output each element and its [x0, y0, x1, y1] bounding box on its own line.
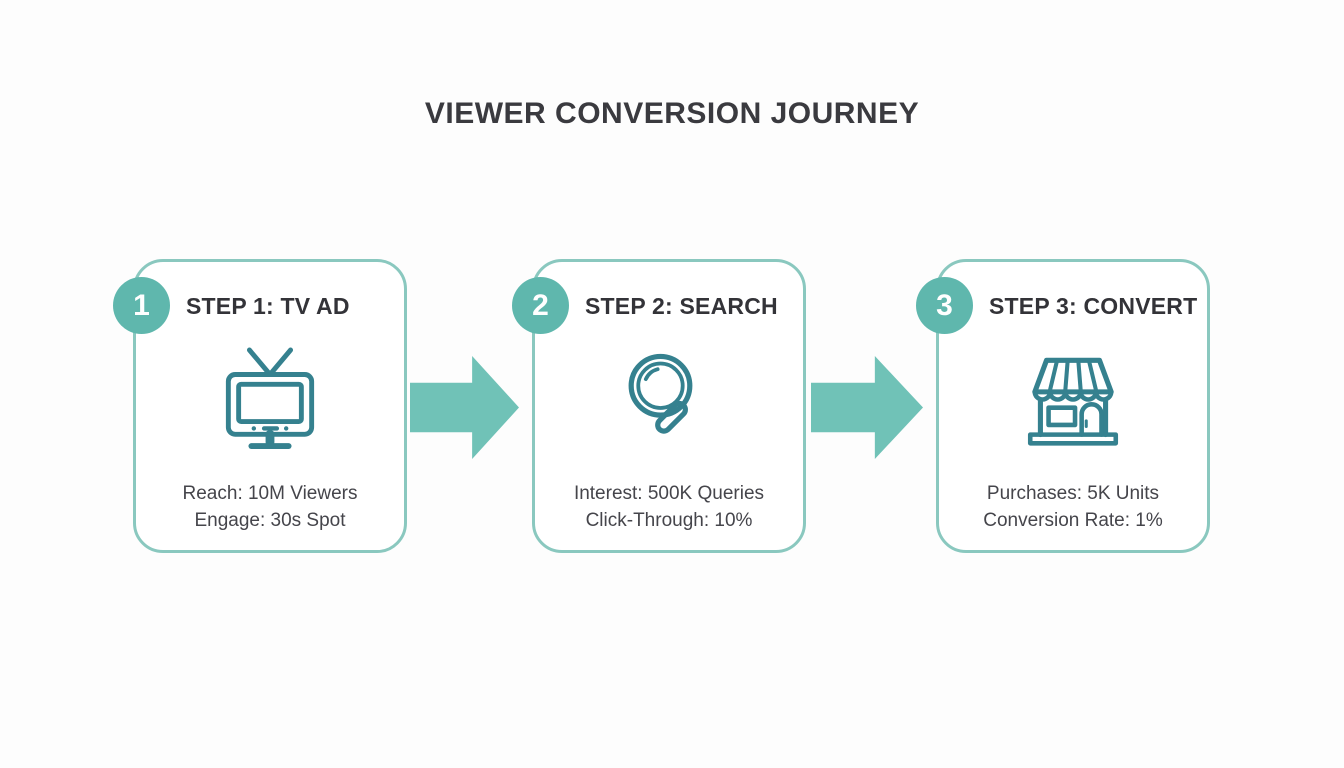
step-1-title: STEP 1: TV AD [186, 293, 350, 319]
step-card-3: 3 STEP 3: CONVERT Purchases: 5K Units Co… [916, 259, 1210, 553]
page-title: VIEWER CONVERSION JOURNEY [424, 97, 920, 130]
stat-line: Conversion Rate: 1% [983, 510, 1163, 531]
step-3-stats: Purchases: 5K Units Conversion Rate: 1% [939, 480, 1207, 534]
search-icon [617, 346, 721, 457]
step-1-number-badge: 1 [113, 277, 170, 334]
step-3-title: STEP 3: CONVERT [989, 293, 1198, 319]
step-1-icon-wrap [136, 346, 404, 456]
stat-line: Engage: 30s Spot [194, 510, 346, 531]
step-card-1: 1 STEP 1: TV AD Reach: 10M Viewers Engag… [113, 259, 407, 553]
stat-line: Reach: 10M Viewers [182, 483, 358, 504]
tv-icon [221, 346, 319, 457]
step-3-number-badge: 3 [916, 277, 973, 334]
step-2-number-badge: 2 [512, 277, 569, 334]
step-card-2: 2 STEP 2: SEARCH Interest: 500K Queries … [512, 259, 806, 553]
step-2-icon-wrap [535, 346, 803, 456]
step-2-title: STEP 2: SEARCH [585, 293, 778, 319]
arrow-step1-to-step2 [410, 356, 519, 459]
step-3-icon-wrap [939, 346, 1207, 456]
stat-line: Interest: 500K Queries [573, 483, 765, 504]
store-icon [1017, 349, 1129, 454]
arrow-step2-to-step3 [811, 356, 923, 459]
step-2-stats: Interest: 500K Queries Click-Through: 10… [535, 480, 803, 534]
stat-line: Click-Through: 10% [585, 510, 753, 531]
stat-line: Purchases: 5K Units [986, 483, 1160, 504]
step-1-stats: Reach: 10M Viewers Engage: 30s Spot [136, 480, 404, 534]
